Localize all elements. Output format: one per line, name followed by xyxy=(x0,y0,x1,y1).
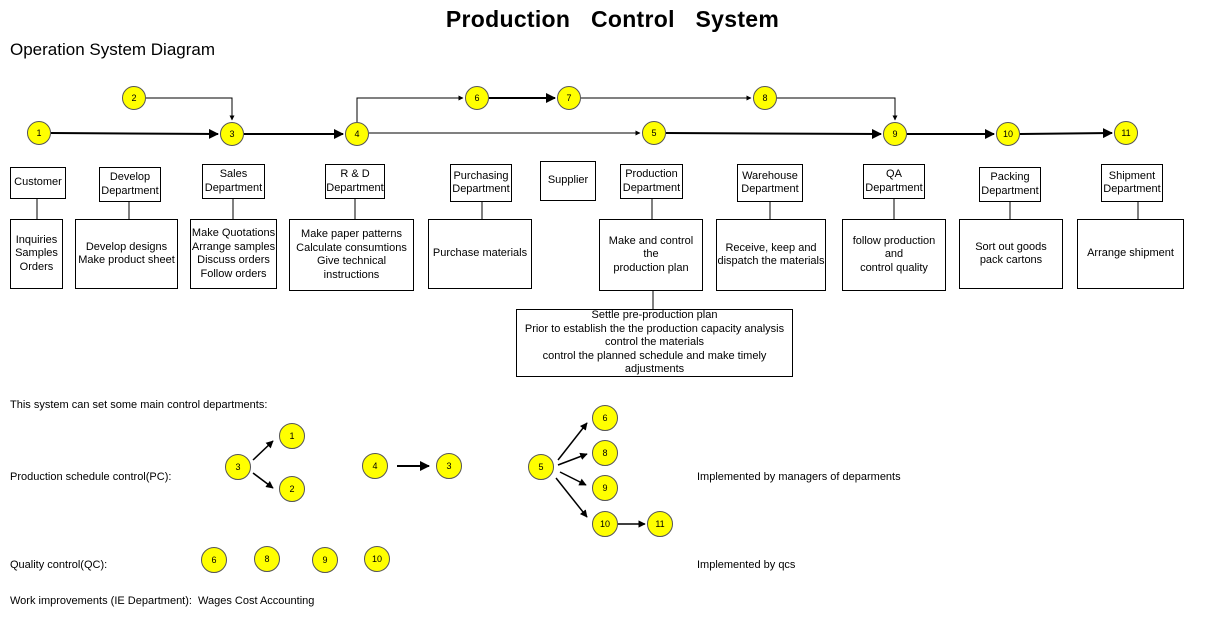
flow-node-8: 8 xyxy=(753,86,777,110)
develop-tasks-box: Develop designs Make product sheet xyxy=(75,219,178,289)
pc-node-8: 8 xyxy=(592,440,618,466)
connector-26 xyxy=(557,452,588,466)
page-title: Production Control System xyxy=(445,6,780,32)
flow-node-2: 2 xyxy=(122,86,146,110)
qc-node-6: 6 xyxy=(201,547,227,573)
connector-22 xyxy=(252,440,274,461)
qa-tasks-box: follow production and control quality xyxy=(842,219,946,291)
pc-note: Implemented by managers of deparments xyxy=(697,471,901,483)
shipment-tasks-box: Arrange shipment xyxy=(1077,219,1184,289)
pc-node-4: 4 xyxy=(362,453,388,479)
flow-node-5: 5 xyxy=(642,121,666,145)
connector-25 xyxy=(557,422,588,461)
pc-node-3: 3 xyxy=(225,454,251,480)
pc-node-2: 2 xyxy=(279,476,305,502)
ie-label: Work improvements (IE Department): xyxy=(10,595,192,607)
flow-node-3: 3 xyxy=(220,122,244,146)
rd-department-box: R & D Department xyxy=(325,164,385,199)
develop-department-box: Develop Department xyxy=(99,167,161,202)
flow-node-6: 6 xyxy=(465,86,489,110)
qc-node-9: 9 xyxy=(312,547,338,573)
flow-node-11: 11 xyxy=(1114,121,1138,145)
pc-node-3b: 3 xyxy=(436,453,462,479)
flow-node-4: 4 xyxy=(345,122,369,146)
customer-box: Customer xyxy=(10,167,66,199)
flow-node-9: 9 xyxy=(883,122,907,146)
qa-department-box: QA Department xyxy=(863,164,925,199)
flow-node-7: 7 xyxy=(557,86,581,110)
warehouse-department-box: Warehouse Department xyxy=(737,164,803,202)
connector-10 xyxy=(1019,128,1113,139)
supplier-box: Supplier xyxy=(540,161,596,201)
connector-28 xyxy=(555,477,588,518)
connector-8 xyxy=(665,128,882,139)
packing-tasks-box: Sort out goods pack cartons xyxy=(959,219,1063,289)
customer-tasks-box: Inquiries Samples Orders xyxy=(10,219,63,289)
pc-node-5: 5 xyxy=(528,454,554,480)
purchasing-department-box: Purchasing Department xyxy=(450,164,512,202)
qc-note: Implemented by qcs xyxy=(697,559,796,571)
production-department-box: Production Department xyxy=(620,164,683,199)
flow-node-1: 1 xyxy=(27,121,51,145)
pc-node-6: 6 xyxy=(592,405,618,431)
shipment-department-box: Shipment Department xyxy=(1101,164,1163,202)
connector-6 xyxy=(777,97,898,121)
purchasing-tasks-box: Purchase materials xyxy=(428,219,532,289)
sales-department-box: Sales Department xyxy=(202,164,265,199)
rd-tasks-box: Make paper patterns Calculate consumtion… xyxy=(289,219,414,291)
pc-node-9: 9 xyxy=(592,475,618,501)
ie-value: Wages Cost Accounting xyxy=(198,595,315,607)
preproduction-plan-box: Settle pre-production plan Prior to esta… xyxy=(516,309,793,377)
flow-node-10: 10 xyxy=(996,122,1020,146)
connector-3 xyxy=(356,95,464,122)
warehouse-tasks-box: Receive, keep and dispatch the materials xyxy=(716,219,826,291)
qc-node-8: 8 xyxy=(254,546,280,572)
connector-0 xyxy=(50,128,219,139)
packing-department-box: Packing Department xyxy=(979,167,1041,202)
pc-label: Production schedule control(PC): xyxy=(10,471,172,483)
connector-1 xyxy=(146,97,235,121)
sales-tasks-box: Make Quotations Arrange samples Discuss … xyxy=(190,219,277,289)
connector-23 xyxy=(252,472,274,489)
production-tasks-box: Make and control the production plan xyxy=(599,219,703,291)
pc-node-10: 10 xyxy=(592,511,618,537)
connector-27 xyxy=(559,471,587,486)
qc-node-10: 10 xyxy=(364,546,390,572)
pc-node-11: 11 xyxy=(647,511,673,537)
pc-node-1: 1 xyxy=(279,423,305,449)
legend-intro: This system can set some main control de… xyxy=(10,399,268,411)
qc-label: Quality control(QC): xyxy=(10,559,108,571)
diagram-subtitle: Operation System Diagram xyxy=(10,40,216,59)
